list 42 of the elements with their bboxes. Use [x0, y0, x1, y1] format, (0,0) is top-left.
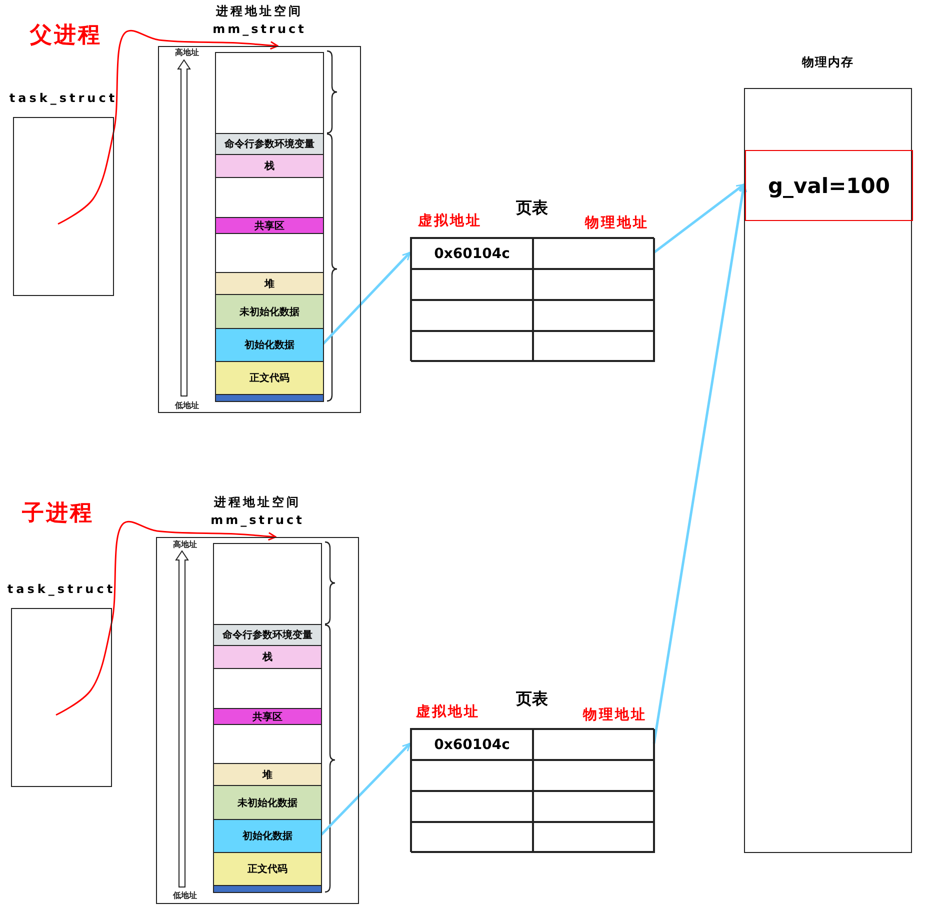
address-value: 0x60104c	[434, 736, 510, 752]
box-title: task_struct	[9, 91, 118, 105]
segment-name: 共享区	[252, 710, 282, 724]
box-title: 页表	[516, 198, 548, 217]
segment-name: 初始化数据	[242, 829, 292, 843]
memory-value: g_val=100	[768, 174, 890, 198]
segment-name: 未初始化数据	[238, 796, 298, 810]
segment-name: 堆	[262, 768, 272, 782]
column-header: 虚拟地址	[416, 703, 480, 721]
segment-name: 栈	[262, 650, 272, 664]
arrow	[58, 30, 278, 225]
process-title: 子进程	[22, 500, 94, 528]
process-title: 父进程	[30, 22, 102, 50]
column-header: 虚拟地址	[418, 212, 482, 230]
arrow	[322, 252, 411, 345]
address-value: 0x60104c	[434, 246, 510, 262]
segment-name: 未初始化数据	[240, 305, 300, 318]
segment-name: 初始化数据	[244, 338, 294, 352]
segment-name: 栈	[264, 160, 274, 173]
arrow	[56, 520, 276, 716]
segment-name: 正文代码	[248, 862, 288, 876]
segment-name: 正文代码	[250, 372, 290, 385]
column-header: 物理地址	[583, 706, 647, 724]
box-title: 进程地址空间	[214, 495, 301, 509]
address-label: 低地址	[173, 890, 197, 901]
segment-name: 命令行参数环境变量	[222, 628, 312, 642]
address-label: 低地址	[175, 400, 199, 411]
box-title: 进程地址空间	[216, 4, 303, 18]
arrow	[653, 184, 745, 254]
box-title: mm_struct	[210, 513, 304, 527]
segment-name: 堆	[264, 278, 274, 290]
segment-name: 命令行参数环境变量	[224, 137, 314, 151]
segment-name: 共享区	[254, 219, 284, 232]
box-title: mm_struct	[212, 22, 306, 36]
address-label: 高地址	[175, 47, 199, 58]
box-title: task_struct	[7, 582, 116, 596]
arrow	[652, 184, 748, 744]
arrow	[320, 742, 411, 836]
box-title: 物理内存	[802, 55, 854, 69]
address-label: 高地址	[173, 539, 197, 550]
column-header: 物理地址	[585, 214, 649, 232]
box-title: 页表	[516, 689, 548, 708]
